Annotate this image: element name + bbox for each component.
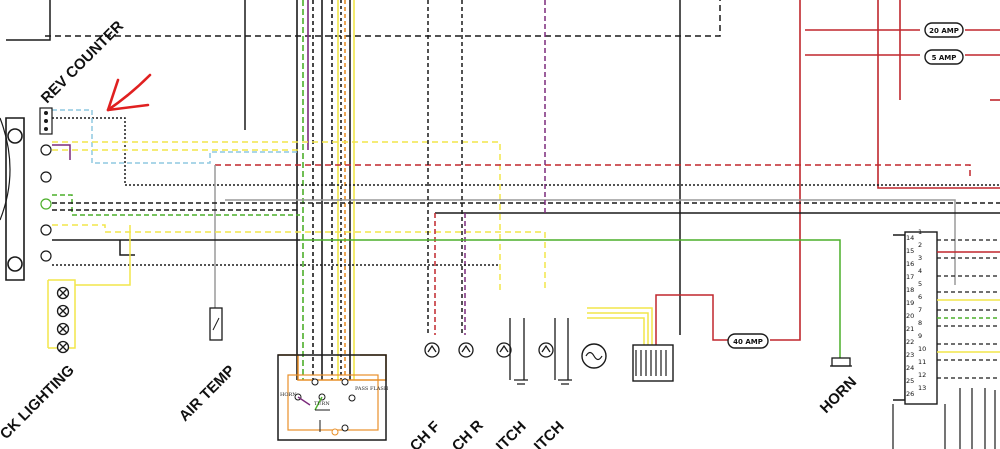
air-temp-label: AIR TEMP: [176, 362, 239, 425]
connector-sub-pin: 12: [918, 371, 926, 379]
connector-sub-pin: 3: [918, 254, 922, 262]
connector-pin: 18: [906, 286, 914, 294]
top-frame-lines: [6, 0, 721, 335]
connector-pin: 17: [906, 273, 914, 281]
switch-flash-label: FLASH: [370, 386, 389, 392]
annotation-arrow: [106, 73, 152, 112]
main-connector: [892, 231, 1000, 449]
alternator: [581, 307, 653, 369]
switch-pass-label: PASS: [355, 386, 369, 392]
horizontal-wire-runs: [47, 0, 1000, 360]
switch-3-label: ITCH: [493, 418, 530, 449]
connector-sub-pin: 2: [918, 241, 922, 249]
fuse-20-amp: 20 AMP: [924, 22, 964, 38]
connector-sub-pin: 7: [918, 306, 922, 314]
fuse-5-amp-label: 5 AMP: [932, 54, 957, 62]
top-right-red-circuits: [770, 0, 1000, 341]
connector-sub-pin: 5: [918, 280, 922, 288]
switch-turn-label: TURN: [314, 401, 330, 407]
connector-pin: 25: [906, 377, 914, 385]
fuse-5-amp: 5 AMP: [924, 49, 964, 65]
switch-horn-label: HORN: [280, 392, 297, 398]
connector-pin: 26: [906, 390, 914, 398]
connector-sub-pin: 9: [918, 332, 922, 340]
switch-4-label: ITCH: [531, 418, 568, 449]
connector-sub-pin: 8: [918, 319, 922, 327]
fuse-40-amp-label: 40 AMP: [733, 338, 763, 346]
connector-pin: 24: [906, 364, 914, 372]
connector-sub-pin: 13: [918, 384, 926, 392]
connector-sub-pin: 11: [918, 358, 926, 366]
connector-pin: 23: [906, 351, 914, 359]
regulator-rectifier: [632, 294, 728, 382]
connector-pin-labels: 14 15 16 17 18 19 20 21 22 23 24 25 26 1…: [906, 228, 926, 398]
horn-label: HORN: [817, 374, 860, 417]
connector-pin: 20: [906, 312, 914, 320]
connector-sub-pin: 4: [918, 267, 922, 275]
switch-r-label: CH R: [449, 417, 487, 449]
brake-switches: [424, 318, 572, 385]
clock-lighting-label: CK LIGHTING: [0, 362, 78, 443]
harness-bundle: [296, 0, 355, 380]
connector-pin: 21: [906, 325, 914, 333]
handlebar-switch-block: HORN TURN PASS FLASH: [277, 354, 389, 441]
connector-sub-pin: 6: [918, 293, 922, 301]
fuse-20-amp-label: 20 AMP: [929, 27, 959, 35]
connector-sub-pin: 10: [918, 345, 926, 353]
horn-component: [830, 357, 852, 367]
connector-pin: 22: [906, 338, 914, 346]
fuse-40-amp: 40 AMP: [727, 333, 769, 349]
switch-f-label: CH F: [407, 418, 444, 449]
connector-pin: 15: [906, 247, 914, 255]
connector-pin: 16: [906, 260, 914, 268]
air-temp-sensor: [209, 307, 223, 341]
clock-lighting-bulbs: [56, 286, 70, 354]
connector-pin: 14: [906, 234, 914, 242]
connector-pin: 19: [906, 299, 914, 307]
connector-sub-pin: 1: [918, 228, 922, 236]
instrument-cluster: [0, 107, 53, 281]
